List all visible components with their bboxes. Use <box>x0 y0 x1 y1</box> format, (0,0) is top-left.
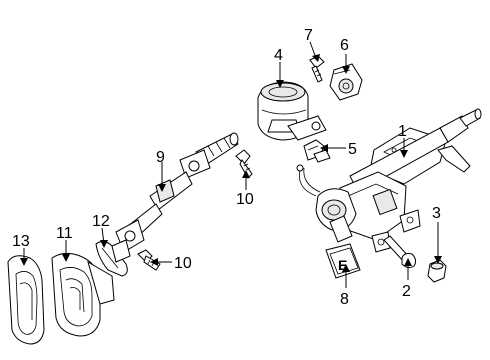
label-letter: E <box>338 257 347 273</box>
callout-7: 7 <box>304 27 313 44</box>
arrow-9 <box>158 184 166 192</box>
arrow-13 <box>20 258 28 266</box>
arrow-2 <box>404 258 412 266</box>
arrowheads <box>20 54 442 272</box>
callout-5: 5 <box>348 141 357 158</box>
part-13-seal <box>7 255 45 345</box>
callout-10-lower: 10 <box>174 255 192 272</box>
callout-6: 6 <box>340 37 349 54</box>
arrow-5 <box>320 144 328 152</box>
part-3-nut <box>427 259 447 283</box>
callout-10-upper: 10 <box>236 191 254 208</box>
callout-3: 3 <box>432 205 441 222</box>
arrow-4 <box>276 80 284 88</box>
arrow-10a <box>242 170 250 178</box>
callout-11: 11 <box>56 225 73 242</box>
callout-2: 2 <box>402 283 411 300</box>
arrow-11 <box>62 254 70 262</box>
callout-8: 8 <box>340 291 349 308</box>
part-11-boot <box>51 252 115 337</box>
arrow-12 <box>100 240 108 248</box>
callout-1: 1 <box>398 123 407 140</box>
callout-4: 4 <box>274 47 283 64</box>
part-4-motor <box>257 81 327 141</box>
callout-12: 12 <box>92 213 110 230</box>
callout-13: 13 <box>12 233 30 250</box>
arrow-1 <box>400 150 408 158</box>
callout-9: 9 <box>156 149 165 166</box>
part-10-bolt-upper <box>235 149 253 179</box>
arrow-10b <box>150 258 158 266</box>
arrow-3 <box>434 256 442 264</box>
part-9-shaft <box>111 132 239 263</box>
part-2-bolt <box>383 235 417 269</box>
part-5-clip <box>303 139 331 163</box>
callout-numbers: 1 2 3 4 5 6 7 8 9 10 10 11 12 13 <box>12 27 441 308</box>
arrow-8 <box>342 264 350 272</box>
part-1-column-assembly <box>296 108 482 253</box>
part-8-label: E <box>325 243 361 279</box>
arrow-7 <box>312 54 320 62</box>
arrow-6 <box>342 66 350 74</box>
part-6-sensor <box>329 63 363 101</box>
